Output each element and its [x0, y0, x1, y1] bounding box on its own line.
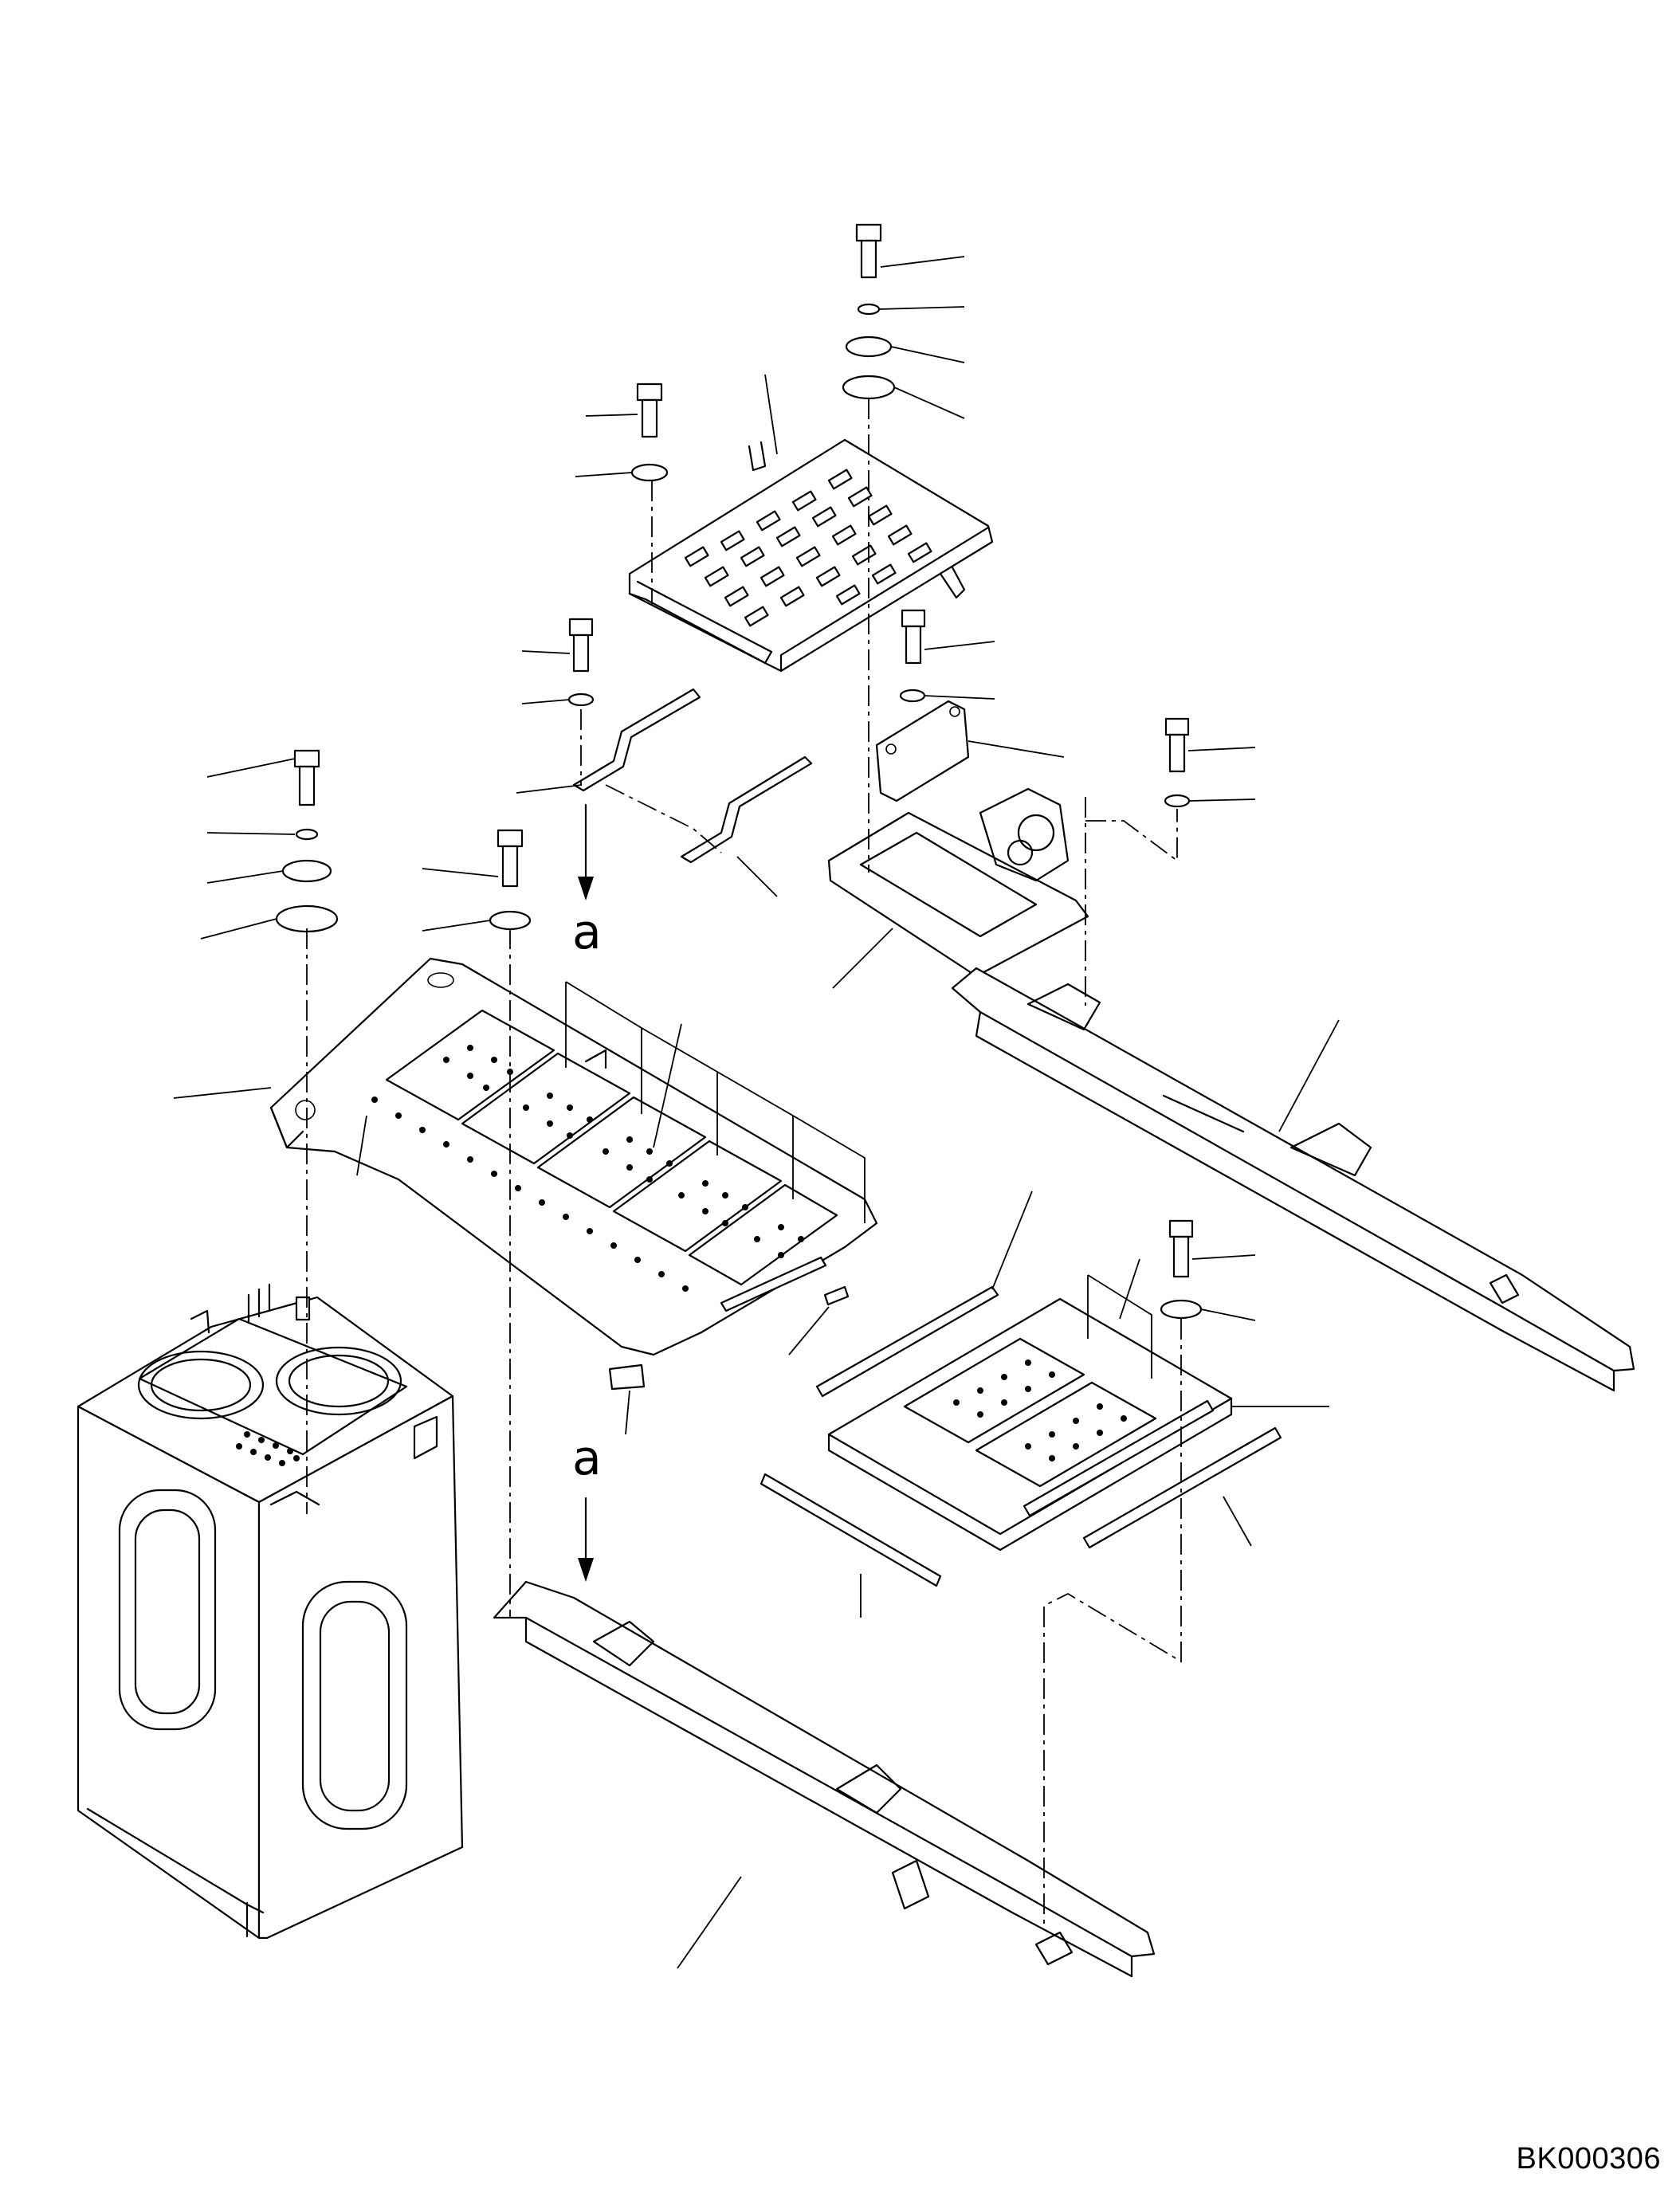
reference-mark-a-upper: a — [572, 904, 602, 960]
assembly-centerlines — [306, 398, 1182, 1928]
bolt-2 — [489, 829, 532, 931]
bolt-3 — [567, 618, 595, 707]
bolt-5 — [842, 223, 896, 400]
bolt-4 — [630, 383, 669, 482]
tank — [77, 1283, 464, 1940]
callout-leaders — [173, 256, 1340, 1969]
bolt-7 — [1164, 717, 1191, 808]
reference-mark-a-lower: a — [572, 1430, 602, 1486]
reference-arrow-lower — [578, 1497, 594, 1582]
grating-step — [628, 438, 994, 673]
drawing-code: BK000306 — [1516, 2142, 1661, 2175]
bolt-8 — [1160, 1219, 1203, 1320]
bolt-1 — [275, 749, 339, 933]
rail-lower — [493, 1580, 1156, 1978]
brackets-mid — [572, 688, 1089, 978]
reference-arrow-upper — [578, 803, 594, 900]
bolt-6 — [899, 609, 926, 703]
rail-right — [951, 967, 1635, 1392]
floor-plate-main — [269, 957, 878, 1391]
floor-plate-right — [760, 1285, 1282, 1587]
